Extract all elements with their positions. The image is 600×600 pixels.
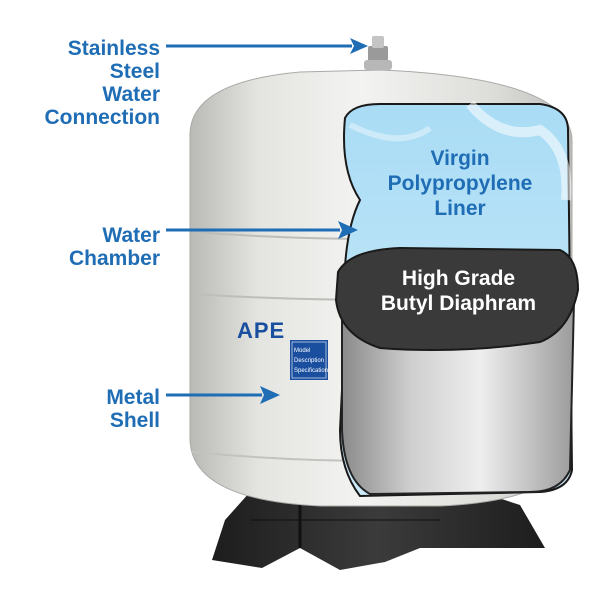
arrow-head-water-chamber [338,221,358,239]
callout-metal-shell: Metal Shell [106,386,160,432]
label-polypropylene-liner: Virgin Polypropylene Liner [355,146,565,221]
diaphragm-line: High Grade [401,267,516,290]
plate-line-3: Specification [294,368,328,374]
diaphragm-line: Butyl Diaphram [380,292,537,315]
callout-line: Connection [44,106,161,129]
tank-base [212,492,545,570]
callout-line: Metal [106,386,160,409]
arrow-head-metal-shell [260,386,280,404]
callout-line: Steel [109,60,160,83]
plate-line-2: Description [294,358,324,364]
stainless-steel-connection [364,36,392,70]
plate-line-1: Model [294,348,310,354]
label-butyl-diaphragm: High Grade Butyl Diaphram [346,266,571,316]
brand-text: APE [237,318,286,343]
callout-line: Shell [109,409,160,432]
callout-line: Stainless [67,37,160,60]
callout-line: Chamber [68,247,160,270]
callout-line: Water [102,224,160,247]
callout-stainless-steel-connection: Stainless Steel Water Connection [45,37,161,129]
callout-line: Water [102,83,160,106]
liner-line: Liner [434,197,486,220]
butyl-diaphragm [334,246,580,351]
callout-arrows [166,38,368,404]
liner-line: Virgin [430,147,490,170]
arrow-head-connection [350,38,368,54]
callout-water-chamber: Water Chamber [69,224,160,270]
liner-line: Polypropylene [387,172,533,195]
label-plate: Model Description Specification [290,340,328,380]
